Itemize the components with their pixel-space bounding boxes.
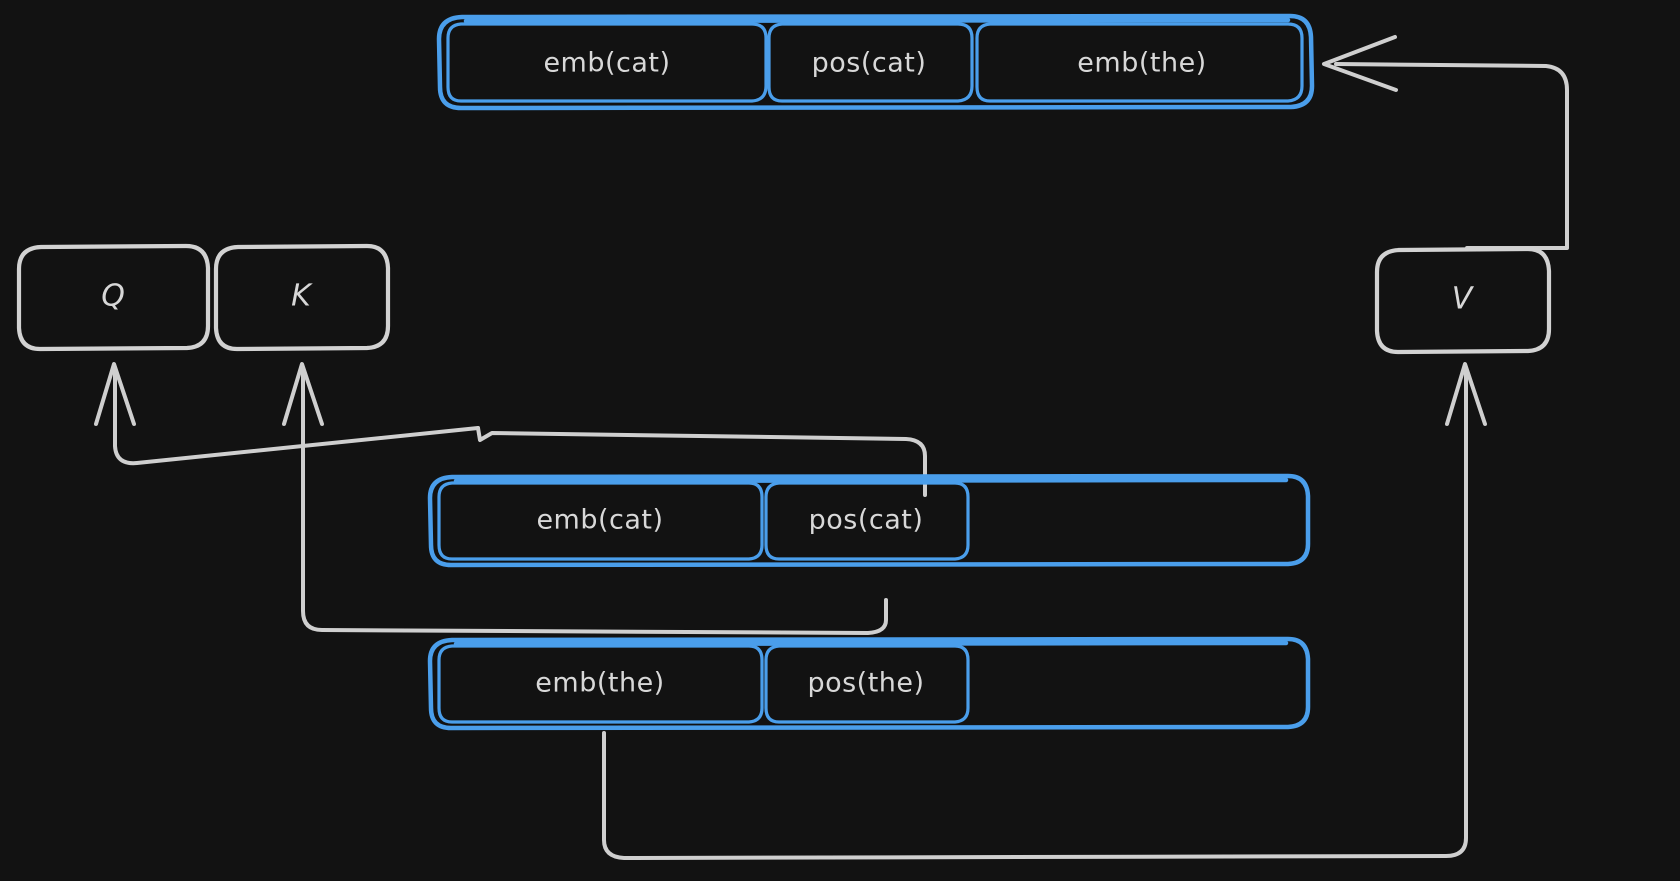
node-v[interactable]: V (1374, 246, 1552, 355)
connector-v-to-top-row (1322, 35, 1569, 250)
row-middle-outer-frame (427, 473, 1311, 568)
row-top-cell-2-label: emb(the) (1077, 48, 1206, 79)
node-q[interactable]: Q (16, 243, 211, 352)
row-top-cell-2[interactable]: emb(the) (975, 22, 1304, 103)
connector-bottom-row-to-v (602, 362, 1487, 860)
row-middle-cell-0-label: emb(cat) (536, 505, 663, 536)
row-top-cell-0[interactable]: emb(cat) (446, 22, 768, 103)
row-middle-cell-1[interactable]: pos(cat) (764, 481, 970, 561)
row-top-cell-1[interactable]: pos(cat) (767, 22, 974, 103)
node-k-label: K (291, 279, 313, 314)
connector-middle-row-to-q (94, 362, 927, 497)
row-bottom-cell-1-label: pos(the) (807, 668, 924, 699)
row-bottom-cell-0[interactable]: emb(the) (437, 644, 764, 724)
row-middle-cell-1-label: pos(cat) (809, 505, 924, 536)
row-top-cell-1-label: pos(cat) (812, 48, 927, 79)
node-q-label: Q (101, 279, 125, 314)
row-bottom-outer-frame (427, 636, 1311, 731)
node-v-label: V (1452, 282, 1475, 317)
row-top-outer-frame (436, 13, 1315, 111)
connector-bottom-row-to-k (282, 362, 888, 635)
node-k[interactable]: K (213, 243, 391, 352)
row-bottom-cell-1[interactable]: pos(the) (764, 644, 970, 724)
row-middle-cell-0[interactable]: emb(cat) (437, 481, 764, 561)
row-top-cell-0-label: emb(cat) (543, 48, 670, 79)
row-bottom-cell-0-label: emb(the) (535, 668, 664, 699)
